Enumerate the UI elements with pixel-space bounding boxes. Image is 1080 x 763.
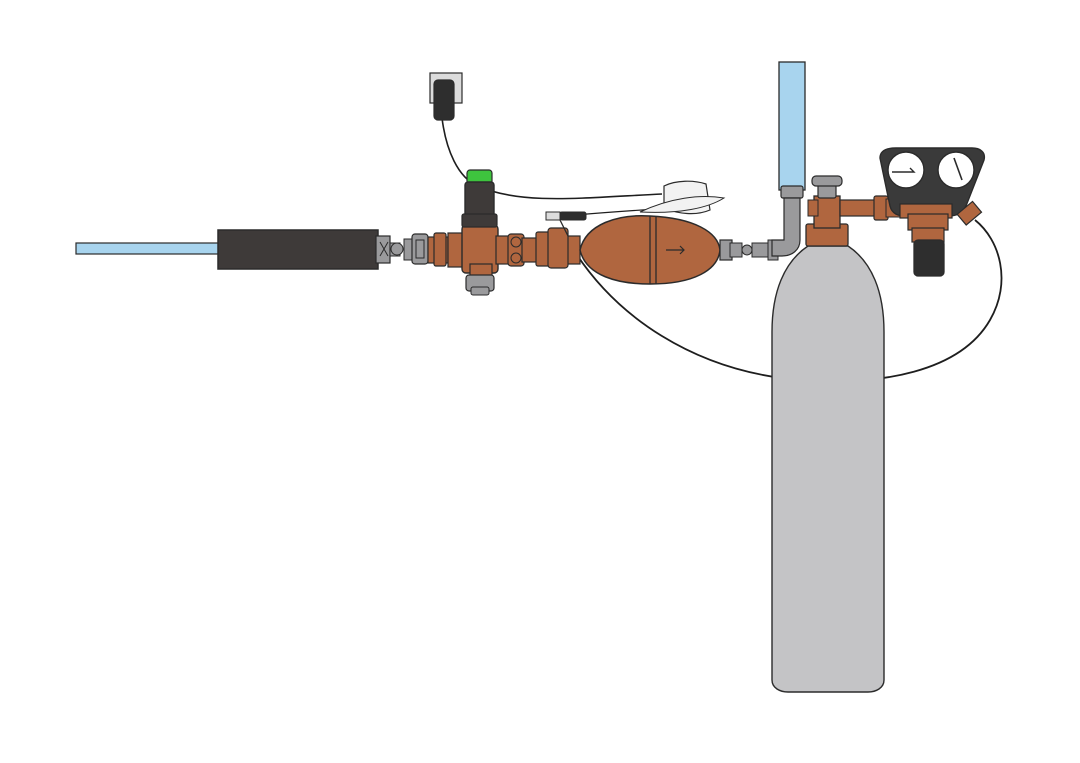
inlet-pipe xyxy=(75,242,223,255)
sensor-probe-icon xyxy=(545,180,726,237)
mixing-chamber-icon xyxy=(535,215,779,285)
water-filter-icon xyxy=(217,229,429,270)
solenoid-valve-icon xyxy=(461,169,498,228)
outlet-tube-icon xyxy=(771,61,806,257)
brass-manifold-icon xyxy=(427,224,539,296)
power-adapter-icon xyxy=(433,79,455,121)
pressure-gauge-icon xyxy=(887,151,975,189)
co2-cylinder-icon xyxy=(771,245,885,693)
